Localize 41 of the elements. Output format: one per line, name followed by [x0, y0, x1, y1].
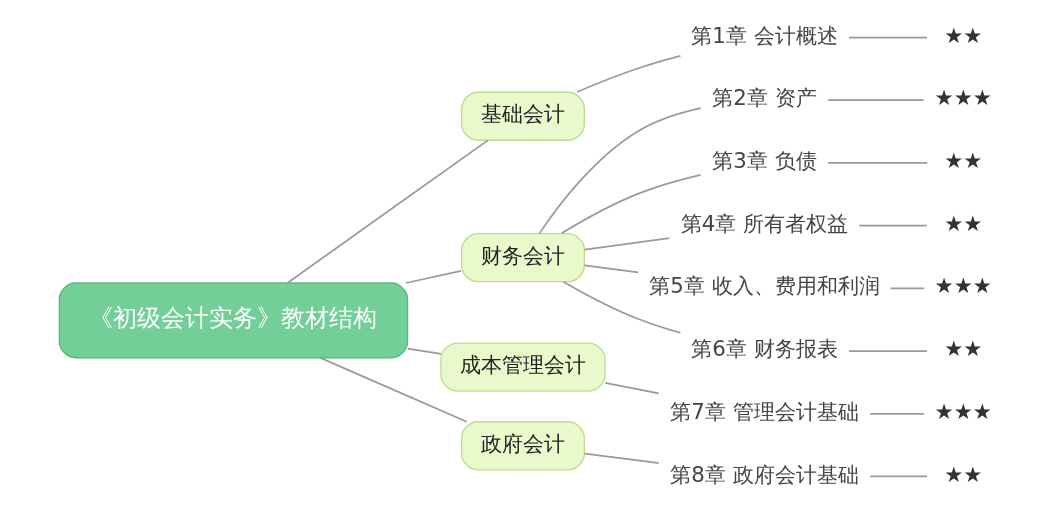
- node-text: 第6章 财务报表: [690, 336, 838, 362]
- connector: [404, 270, 462, 284]
- node-text: 第8章 政府会计基础: [669, 461, 859, 487]
- connector: [826, 99, 925, 102]
- node-box: 财务会计: [460, 233, 585, 283]
- connector: [286, 139, 489, 284]
- node-text: 第5章 收入、费用和利润: [648, 273, 880, 299]
- connector: [603, 382, 660, 395]
- connector: [583, 452, 660, 464]
- node-text: 第2章 资产: [711, 85, 817, 111]
- node-text: 第3章 负债: [711, 148, 817, 173]
- node-box: 成本管理会计: [439, 342, 606, 392]
- connector: [826, 162, 928, 164]
- node-text: 第7章 管理会计基础: [669, 398, 859, 424]
- node-box: 《初级会计实务》教材结构: [58, 282, 408, 359]
- node-text: ★★★: [934, 273, 992, 299]
- connector: [847, 350, 928, 352]
- connector: [847, 36, 928, 39]
- connector: [583, 264, 639, 274]
- node-text: 第1章 会计概述: [690, 22, 838, 48]
- connector: [868, 412, 925, 415]
- node-text: ★★: [943, 461, 982, 487]
- connector: [857, 224, 928, 227]
- connector: [560, 173, 701, 235]
- node-text: ★★: [943, 148, 982, 173]
- connector: [319, 356, 468, 423]
- connector: [889, 287, 925, 290]
- node-text: 第4章 所有者权益: [680, 210, 848, 236]
- node-text: ★★★: [934, 398, 992, 424]
- node-text: ★★★: [934, 85, 992, 111]
- connector: [561, 280, 681, 334]
- connector: [583, 237, 670, 251]
- node-box: 基础会计: [460, 91, 585, 141]
- node-text: ★★: [943, 22, 982, 48]
- connector: [406, 347, 442, 355]
- node-text: ★★: [943, 210, 982, 236]
- connector: [575, 55, 681, 93]
- node-box: 政府会计: [460, 421, 585, 471]
- connector: [868, 475, 928, 478]
- connector: [537, 107, 702, 235]
- node-text: ★★: [943, 336, 982, 362]
